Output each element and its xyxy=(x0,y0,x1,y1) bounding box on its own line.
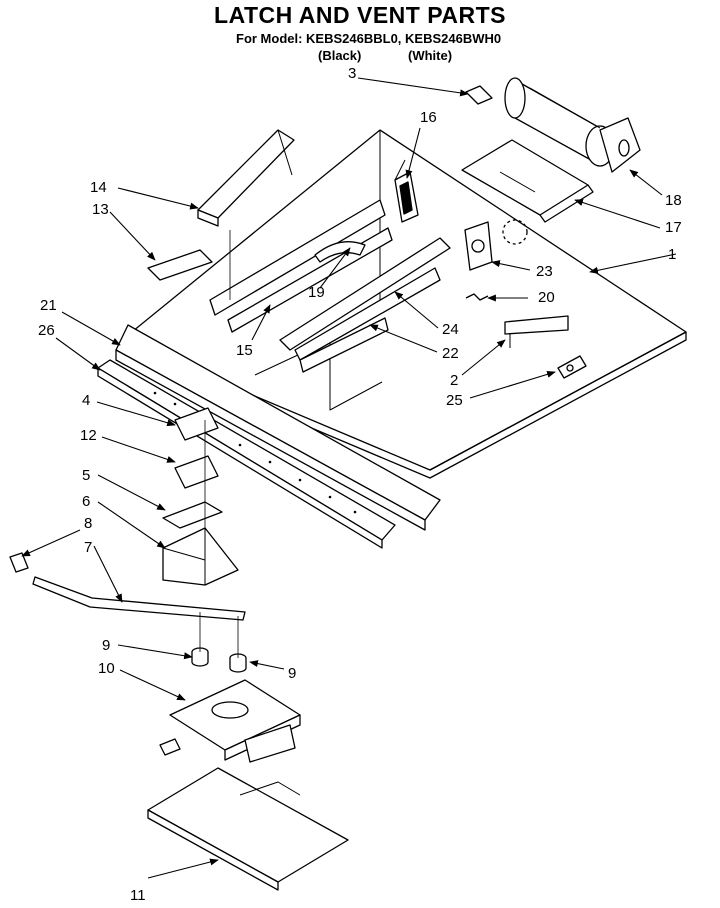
label-16: 16 xyxy=(420,109,437,126)
label-21: 21 xyxy=(40,297,57,314)
switch-12 xyxy=(174,455,219,489)
bracket-16 xyxy=(394,159,419,223)
part-number-labels: 1 2 3 4 5 6 7 8 9 9 10 11 12 13 14 15 16… xyxy=(38,65,682,904)
leader-lines xyxy=(21,77,677,879)
fan-motor xyxy=(504,77,641,173)
clamp-25 xyxy=(557,355,587,379)
bracket-17 xyxy=(461,139,594,223)
label-25: 25 xyxy=(446,392,463,409)
base-plate xyxy=(147,767,349,891)
label-9-left: 9 xyxy=(102,637,110,654)
label-11: 11 xyxy=(130,887,146,904)
label-3: 3 xyxy=(348,65,356,82)
label-2: 2 xyxy=(450,372,458,389)
shield-14 xyxy=(197,129,295,227)
part-23 xyxy=(464,221,493,271)
label-1: 1 xyxy=(668,246,676,263)
spacer-right xyxy=(229,653,247,673)
label-7: 7 xyxy=(84,539,92,556)
front-rail xyxy=(97,324,441,549)
latch-mechanism xyxy=(159,679,301,763)
hidden-fastener xyxy=(502,219,528,245)
label-13: 13 xyxy=(92,201,109,218)
plate-5 xyxy=(162,501,223,529)
clip-3 xyxy=(465,85,493,105)
variant-black: (Black) xyxy=(318,48,362,63)
variant-white: (White) xyxy=(408,48,453,63)
label-9-right: 9 xyxy=(288,665,296,682)
label-18: 18 xyxy=(665,192,682,209)
label-23: 23 xyxy=(536,263,553,280)
terminal-block xyxy=(504,315,569,348)
label-26: 26 xyxy=(38,322,55,339)
label-15: 15 xyxy=(236,342,253,359)
duct-right xyxy=(279,237,451,373)
label-17: 17 xyxy=(665,219,682,236)
part-19 xyxy=(314,241,366,263)
diagram-title: LATCH AND VENT PARTS xyxy=(214,2,506,28)
label-4: 4 xyxy=(82,392,90,409)
model-line: For Model: KEBS246BBL0, KEBS246BWH0 xyxy=(236,31,502,46)
part-13 xyxy=(147,249,213,281)
label-5: 5 xyxy=(82,467,90,484)
bracket-6 xyxy=(162,527,239,586)
label-10: 10 xyxy=(98,660,115,677)
label-19: 19 xyxy=(308,284,325,301)
latch-arm xyxy=(9,552,246,621)
label-12: 12 xyxy=(80,427,97,444)
label-6: 6 xyxy=(82,493,90,510)
label-14: 14 xyxy=(90,179,107,196)
label-24: 24 xyxy=(442,321,459,338)
assembly-guides xyxy=(199,230,239,658)
label-8: 8 xyxy=(84,515,92,532)
label-22: 22 xyxy=(442,345,459,362)
part-20 xyxy=(465,293,489,301)
label-20: 20 xyxy=(538,289,555,306)
switch-4 xyxy=(174,407,219,441)
